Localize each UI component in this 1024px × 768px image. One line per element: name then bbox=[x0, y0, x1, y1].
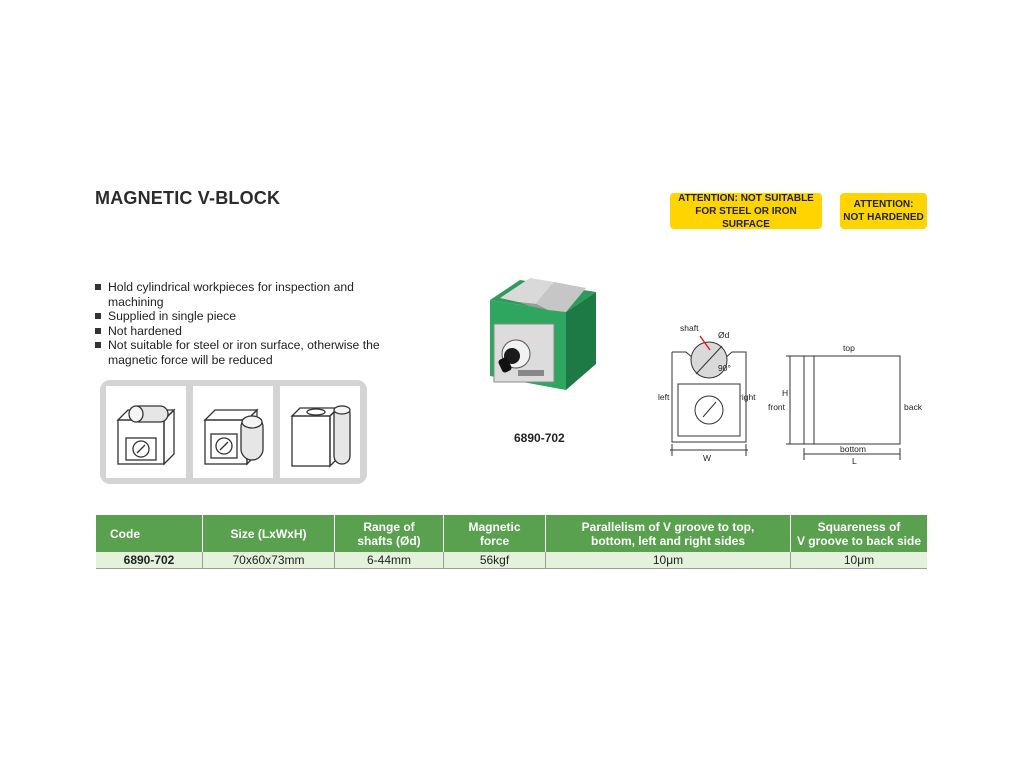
product-code-label: 6890-702 bbox=[514, 431, 565, 445]
badge-line: ATTENTION: bbox=[853, 199, 914, 210]
header-text: Size (LxWxH) bbox=[230, 526, 307, 541]
vblock-front-use-icon bbox=[290, 405, 351, 468]
attention-badge-not-hardened: ATTENTION: NOT HARDENED bbox=[840, 193, 927, 229]
vblock-side-use-icon bbox=[203, 408, 264, 466]
label-shaft: shaft bbox=[680, 323, 699, 333]
usage-panel-side bbox=[193, 386, 273, 478]
header-parallelism: Parallelism of V groove to top, bottom, … bbox=[545, 515, 791, 552]
header-text: Parallelism of V groove to top, bbox=[581, 519, 755, 534]
header-text: V groove to back side bbox=[796, 533, 922, 548]
header-text: Code bbox=[110, 526, 140, 541]
label-back: back bbox=[904, 402, 922, 412]
badge-line: NOT HARDENED bbox=[843, 212, 924, 223]
header-text: shafts (Ød) bbox=[357, 533, 421, 548]
label-angle: 90° bbox=[718, 363, 731, 373]
label-bottom: bottom bbox=[840, 444, 866, 454]
label-front: front bbox=[768, 402, 786, 412]
cell-size: 70x60x73mm bbox=[202, 552, 335, 569]
label-right: right bbox=[739, 392, 756, 402]
header-text: Range of bbox=[363, 519, 415, 534]
label-height: H bbox=[782, 388, 789, 398]
feature-item: Not suitable for steel or iron surface, … bbox=[95, 338, 385, 367]
badge-line: FOR STEEL OR IRON SURFACE bbox=[695, 205, 797, 230]
table-header-row: Code Size (LxWxH) Range of shafts (Ød) M… bbox=[96, 515, 927, 552]
cell-force: 56kgf bbox=[443, 552, 546, 569]
feature-item: Not hardened bbox=[95, 324, 385, 339]
label-top: top bbox=[843, 343, 855, 353]
header-text: Magnetic bbox=[468, 519, 521, 534]
usage-illustrations bbox=[100, 380, 367, 484]
label-length: L bbox=[852, 456, 857, 466]
attention-badge-not-suitable: ATTENTION: NOT SUITABLE FOR STEEL OR IRO… bbox=[670, 192, 822, 230]
feature-item: Supplied in single piece bbox=[95, 309, 385, 324]
cell-squareness: 10μm bbox=[790, 552, 927, 569]
feature-item: Hold cylindrical workpieces for inspecti… bbox=[95, 280, 385, 309]
cell-range: 6-44mm bbox=[334, 552, 444, 569]
header-text: Squareness of bbox=[817, 519, 901, 534]
side-view-drawing bbox=[786, 355, 901, 460]
front-view-drawing bbox=[670, 335, 748, 456]
spec-table: Code Size (LxWxH) Range of shafts (Ød) M… bbox=[96, 515, 927, 569]
badge-line: ATTENTION: NOT SUITABLE bbox=[678, 192, 814, 204]
header-text: force bbox=[479, 533, 510, 548]
cell-parallelism: 10μm bbox=[545, 552, 791, 569]
usage-panel-top bbox=[106, 386, 186, 478]
vblock-top-use-icon bbox=[116, 405, 176, 466]
page-title: MAGNETIC V-BLOCK bbox=[95, 188, 281, 208]
cell-code: 6890-702 bbox=[96, 552, 203, 569]
header-squareness: Squareness of V groove to back side bbox=[790, 515, 927, 552]
header-force: Magnetic force bbox=[443, 515, 546, 552]
header-text: bottom, left and right sides bbox=[590, 533, 745, 548]
label-width: W bbox=[703, 453, 712, 463]
table-row: 6890-702 70x60x73mm 6-44mm 56kgf 10μm 10… bbox=[96, 552, 927, 569]
usage-panel-front bbox=[280, 386, 360, 478]
feature-list: Hold cylindrical workpieces for inspecti… bbox=[95, 280, 385, 367]
label-left: left bbox=[658, 392, 670, 402]
label-diameter: Ød bbox=[718, 330, 730, 340]
header-range: Range of shafts (Ød) bbox=[334, 515, 444, 552]
product-image bbox=[490, 278, 596, 390]
header-size: Size (LxWxH) bbox=[202, 515, 335, 552]
header-code: Code bbox=[96, 515, 203, 552]
